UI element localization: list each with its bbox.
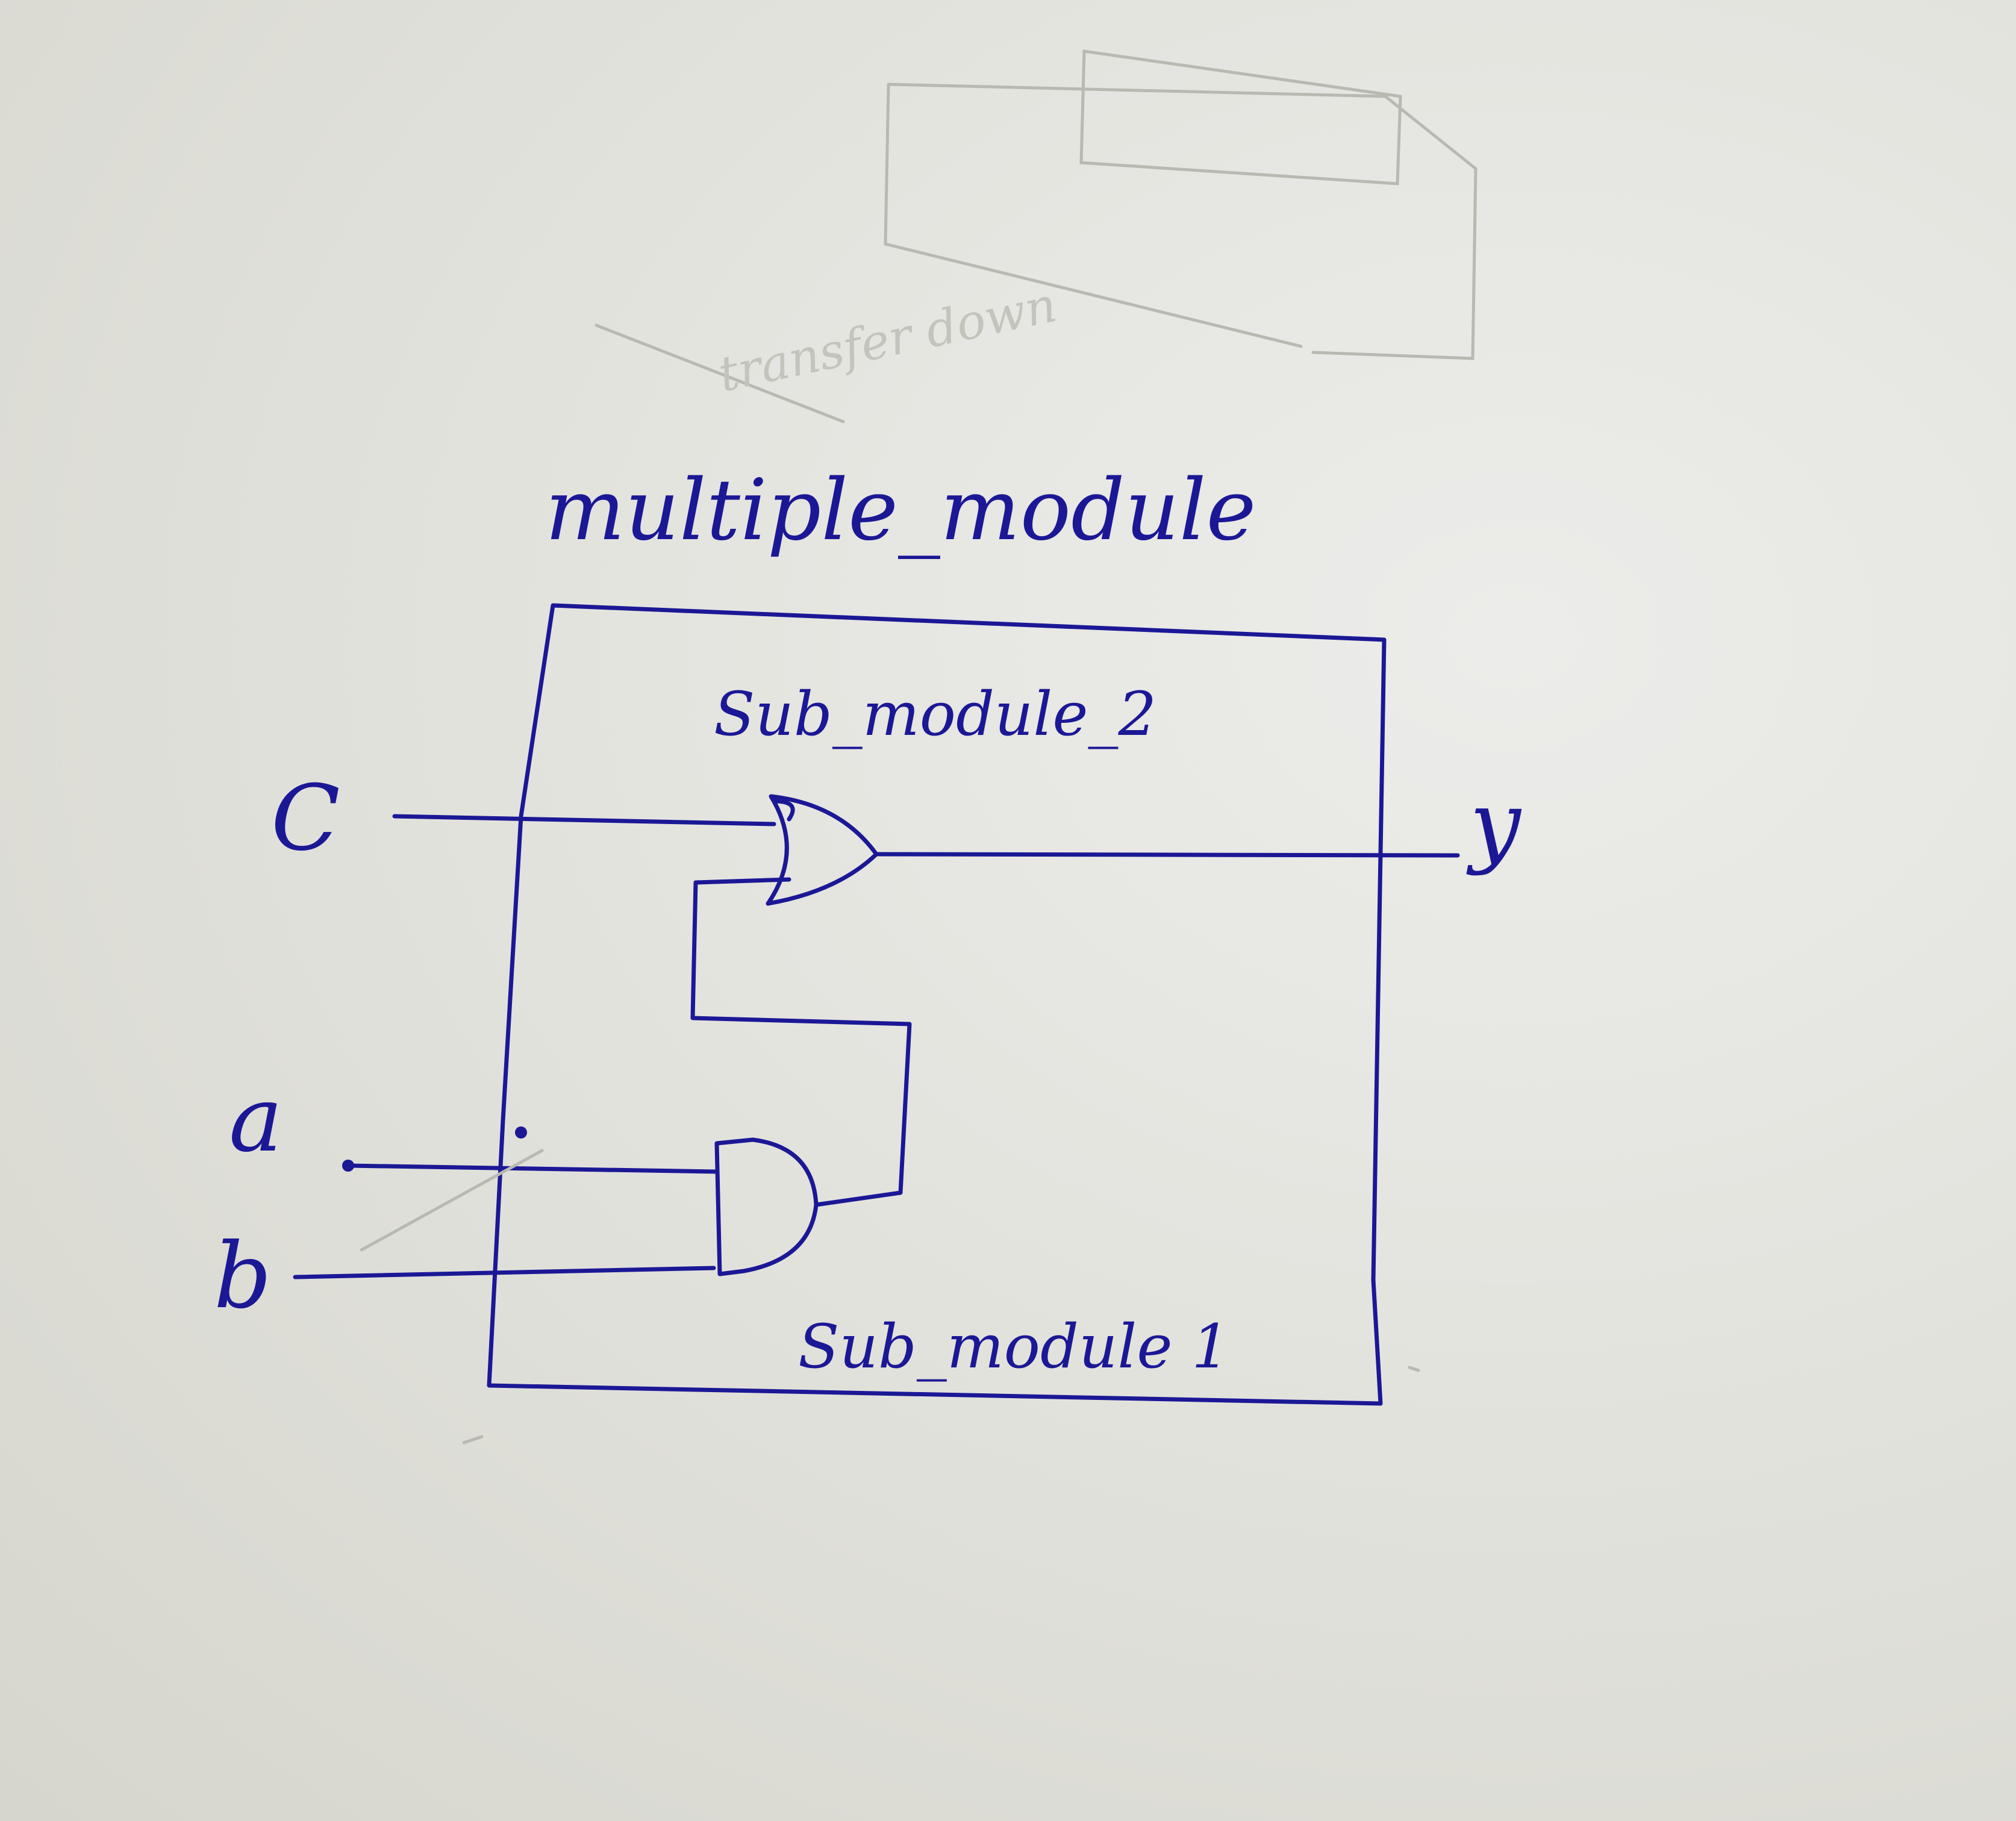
input-a-label: a [229, 1067, 282, 1172]
output-y-label: y [1466, 772, 1522, 877]
sub-module-2-label: Sub_module_2 [714, 679, 1156, 749]
or-gate [766, 794, 879, 906]
background-pencil-sketch: transfer down [595, 49, 1478, 423]
input-c-label: C [271, 766, 340, 871]
diagram-title: multiple_module [545, 461, 1256, 560]
wire-and-to-or [690, 877, 912, 1207]
sub-module-1-label: Sub_module 1 [798, 1311, 1230, 1382]
wire-b [293, 1266, 716, 1279]
and-gate [714, 1137, 819, 1276]
wire-y [874, 852, 1460, 858]
faded-pencil-text: transfer down [714, 276, 1062, 403]
sub-module-1-box [487, 603, 1387, 1406]
wire-c [392, 814, 776, 826]
wire-a [346, 1163, 718, 1174]
input-b-label: b [214, 1224, 272, 1329]
junction-dot [515, 1126, 527, 1139]
